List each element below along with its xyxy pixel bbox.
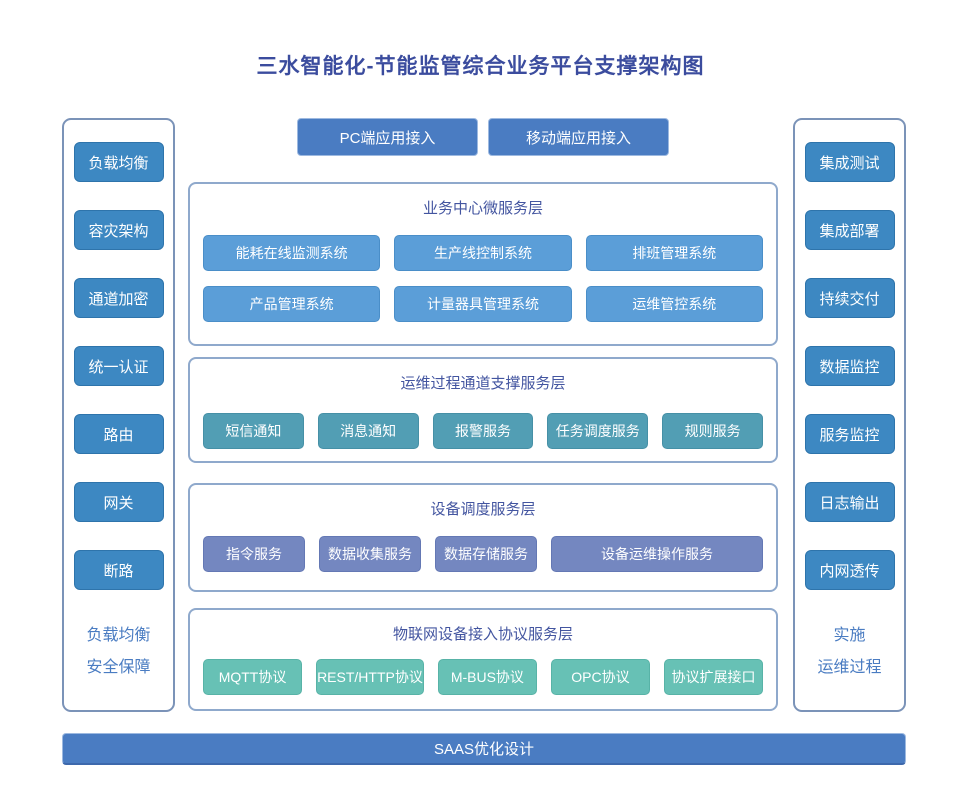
- node-integration-test: 集成测试: [804, 142, 895, 182]
- layer-row: 指令服务 数据收集服务 数据存储服务 设备运维操作服务: [203, 536, 763, 572]
- diagram-node: 任务调度服务: [547, 413, 649, 449]
- diagram-node: OPC协议: [550, 659, 650, 695]
- diagram-node: 数据收集服务: [319, 536, 421, 572]
- node-data-monitoring: 数据监控: [804, 346, 895, 386]
- layer-title: 设备调度服务层: [430, 501, 536, 518]
- caption-line: 负载均衡: [86, 627, 151, 644]
- diagram-node: 生产线控制系统: [394, 235, 572, 271]
- diagram-node: REST/HTTP协议: [316, 659, 424, 695]
- node-routing: 路由: [73, 414, 164, 454]
- layer-title: 业务中心微服务层: [422, 200, 543, 217]
- node-log-output: 日志输出: [804, 482, 895, 522]
- diagram-node: 能耗在线监测系统: [203, 235, 381, 271]
- layer-business-microservices: 业务中心微服务层 能耗在线监测系统 生产线控制系统 排班管理系统 产品管理系统 …: [188, 182, 778, 346]
- diagram-node: 规则服务: [662, 413, 763, 449]
- diagram-node: 设备运维操作服务: [551, 536, 763, 572]
- node-load-balancing: 负载均衡: [73, 142, 164, 182]
- diagram-node: 报警服务: [432, 413, 534, 449]
- diagram-body: 负载均衡 容灾架构 通道加密 统一认证 路由 网关 断路 负载均衡 安全保障 P…: [62, 118, 906, 712]
- diagram-node: 数据存储服务: [435, 536, 537, 572]
- node-intranet-passthrough: 内网透传: [804, 550, 895, 590]
- diagram-node: M-BUS协议: [437, 659, 537, 695]
- layer-row: 短信通知 消息通知 报警服务 任务调度服务 规则服务: [203, 413, 763, 449]
- diagram-node: 运维管控系统: [585, 286, 763, 322]
- diagram-node: 协议扩展接口: [663, 659, 764, 695]
- diagram-node: 短信通知: [203, 413, 304, 449]
- layer-device-dispatch: 设备调度服务层 指令服务 数据收集服务 数据存储服务 设备运维操作服务: [188, 483, 778, 592]
- saas-optimization-bar: SAAS优化设计: [62, 733, 906, 765]
- caption-line: 运维过程: [817, 659, 882, 676]
- node-continuous-delivery: 持续交付: [804, 278, 895, 318]
- layer-row: MQTT协议 REST/HTTP协议 M-BUS协议 OPC协议 协议扩展接口: [203, 659, 764, 695]
- node-unified-auth: 统一认证: [73, 346, 164, 386]
- layer-row: 产品管理系统 计量器具管理系统 运维管控系统: [203, 286, 763, 322]
- node-mobile-access: 移动端应用接入: [488, 118, 669, 156]
- caption-line: 安全保障: [86, 659, 151, 676]
- center-column: PC端应用接入 移动端应用接入 业务中心微服务层 能耗在线监测系统 生产线控制系…: [188, 118, 778, 712]
- layer-iot-protocol: 物联网设备接入协议服务层 MQTT协议 REST/HTTP协议 M-BUS协议 …: [188, 608, 778, 711]
- node-disaster-recovery: 容灾架构: [73, 210, 164, 250]
- diagram-node: 产品管理系统: [203, 286, 381, 322]
- diagram-node: 消息通知: [317, 413, 419, 449]
- diagram-node: 计量器具管理系统: [394, 286, 572, 322]
- diagram-node: 指令服务: [203, 536, 305, 572]
- diagram-node: MQTT协议: [203, 659, 303, 695]
- caption-line: 实施: [833, 627, 866, 644]
- layer-row: 能耗在线监测系统 生产线控制系统 排班管理系统: [203, 235, 763, 271]
- diagram-node: 排班管理系统: [585, 235, 763, 271]
- node-service-monitoring: 服务监控: [804, 414, 895, 454]
- node-circuit-break: 断路: [73, 550, 164, 590]
- node-integration-deploy: 集成部署: [804, 210, 895, 250]
- layer-title: 运维过程通道支撑服务层: [400, 375, 566, 392]
- node-channel-encryption: 通道加密: [73, 278, 164, 318]
- node-pc-access: PC端应用接入: [297, 118, 478, 156]
- access-row: PC端应用接入 移动端应用接入: [188, 118, 778, 156]
- layer-channel-support: 运维过程通道支撑服务层 短信通知 消息通知 报警服务 任务调度服务 规则服务: [188, 357, 778, 463]
- left-sidebar-caption: 负载均衡 安全保障: [86, 620, 150, 684]
- layer-title: 物联网设备接入协议服务层: [392, 626, 573, 643]
- page-title: 三水智能化-节能监管综合业务平台支撑架构图: [256, 55, 705, 78]
- left-sidebar-panel: 负载均衡 容灾架构 通道加密 统一认证 路由 网关 断路 负载均衡 安全保障: [62, 118, 175, 712]
- right-sidebar-panel: 集成测试 集成部署 持续交付 数据监控 服务监控 日志输出 内网透传 实施 运维…: [793, 118, 906, 712]
- node-gateway: 网关: [73, 482, 164, 522]
- right-sidebar-caption: 实施 运维过程: [817, 620, 881, 684]
